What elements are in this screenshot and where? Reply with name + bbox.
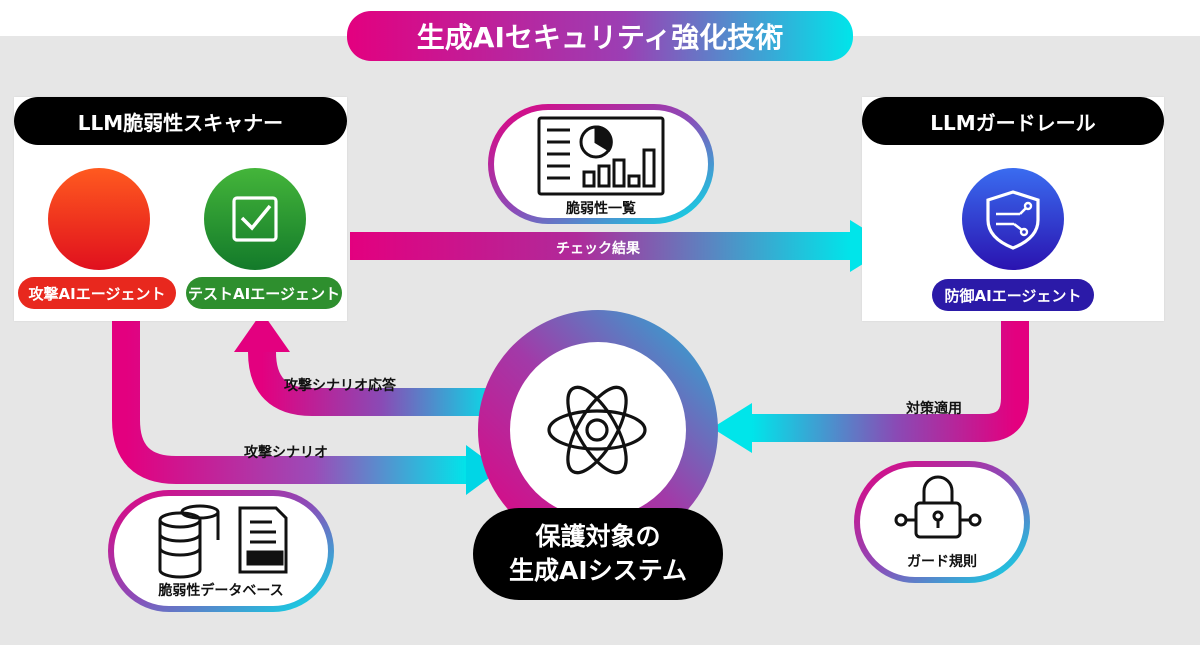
test-agent-badge: テストAIエージェント: [186, 277, 342, 309]
guard-card: [860, 467, 1024, 577]
attack-scenario-flow: [112, 300, 468, 484]
response-arrowhead: [234, 312, 290, 352]
countermeasure-arrowhead: [712, 403, 752, 453]
attack-scenario-response-label: 攻撃シナリオ応答: [284, 378, 396, 394]
guard-rules-caption: ガード規則: [907, 554, 977, 570]
atom-icon: [547, 385, 647, 475]
defense-agent-badge: 防御AIエージェント: [932, 279, 1094, 311]
attack-scenario-arrowhead: [466, 445, 500, 495]
lock-icon: [894, 475, 982, 539]
check-result-flow: [350, 232, 852, 260]
document-icon: [238, 506, 288, 574]
attack-scenario-label: 攻撃シナリオ: [244, 445, 328, 461]
defense-agent-icon: [962, 168, 1064, 270]
response-flow: [248, 350, 500, 416]
core-system-label: 保護対象の 生成AIシステム: [473, 508, 723, 600]
countermeasure-flow: [752, 308, 1029, 442]
core-line-1: 保護対象の: [535, 522, 661, 551]
database-icon: [158, 504, 220, 579]
scanner-title: LLM脆弱性スキャナー: [14, 97, 347, 145]
shield-icon: [986, 190, 1040, 250]
database-card: [114, 496, 328, 606]
attack-agent-icon: [48, 168, 150, 270]
report-caption: 脆弱性一覧: [566, 201, 636, 217]
diagram-title: 生成AIセキュリティ強化技術: [347, 11, 853, 61]
test-agent-icon: [204, 168, 306, 270]
database-caption: 脆弱性データベース: [158, 583, 284, 599]
report-card: [494, 110, 708, 218]
check-result-label: チェック結果: [556, 241, 640, 257]
core-inner: [510, 342, 686, 518]
countermeasure-label: 対策適用: [906, 401, 962, 417]
core-line-2: 生成AIシステム: [509, 556, 687, 585]
checkbox-icon: [232, 196, 278, 242]
guardrail-title: LLMガードレール: [862, 97, 1164, 145]
attack-agent-badge: 攻撃AIエージェント: [18, 277, 176, 309]
report-icon: [537, 116, 665, 196]
